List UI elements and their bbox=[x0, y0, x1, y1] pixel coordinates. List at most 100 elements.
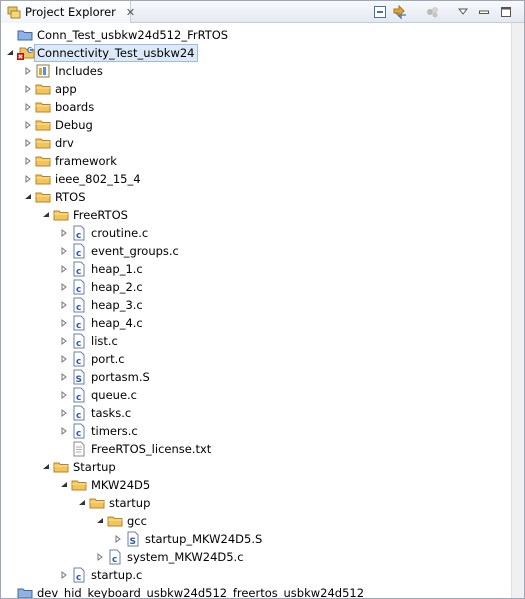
tree-item[interactable]: startup bbox=[1, 494, 512, 512]
tab-project-explorer[interactable]: Project Explorer ✕ bbox=[1, 1, 135, 23]
expand-arrow-icon[interactable] bbox=[41, 206, 51, 224]
collapse-arrow-icon[interactable] bbox=[23, 62, 33, 80]
tree-item[interactable]: boards bbox=[1, 98, 512, 116]
tree-item[interactable]: ieee_802_15_4 bbox=[1, 170, 512, 188]
collapse-arrow-icon[interactable] bbox=[23, 98, 33, 116]
collapse-arrow-icon[interactable] bbox=[59, 224, 69, 242]
svg-text:c: c bbox=[76, 357, 81, 367]
collapse-arrow-icon[interactable] bbox=[59, 386, 69, 404]
tree-item-label: ieee_802_15_4 bbox=[55, 172, 141, 186]
collapse-arrow-icon[interactable] bbox=[23, 170, 33, 188]
tree-item-label: startup bbox=[109, 496, 151, 510]
c-file-icon: c bbox=[71, 405, 87, 421]
close-icon[interactable]: ✕ bbox=[125, 5, 136, 19]
collapse-arrow-icon[interactable] bbox=[23, 80, 33, 98]
collapse-arrow-icon[interactable] bbox=[59, 566, 69, 584]
tree-item[interactable]: drv bbox=[1, 134, 512, 152]
collapse-arrow-icon[interactable] bbox=[113, 530, 123, 548]
tree-item[interactable]: dev_hid_keyboard_usbkw24d512_freertos_us… bbox=[1, 584, 512, 598]
vertical-scrollbar[interactable] bbox=[511, 23, 524, 598]
tree-spacer bbox=[5, 584, 15, 598]
c-file-icon: c bbox=[71, 333, 87, 349]
svg-text:c: c bbox=[76, 411, 81, 421]
folder-icon bbox=[35, 189, 51, 205]
link-with-editor-icon[interactable] bbox=[392, 4, 408, 20]
tree-item-label: Includes bbox=[55, 64, 103, 78]
tree-item[interactable]: app bbox=[1, 80, 512, 98]
maximize-icon[interactable] bbox=[498, 4, 514, 20]
folder-icon bbox=[35, 99, 51, 115]
tree-item[interactable]: Conn_Test_usbkw24d512_FrRTOS bbox=[1, 26, 512, 44]
closed-project-icon bbox=[17, 27, 33, 43]
collapse-arrow-icon[interactable] bbox=[59, 332, 69, 350]
tree-item-label: app bbox=[55, 82, 77, 96]
c-file-icon: c bbox=[71, 279, 87, 295]
tree-item-label: heap_3.c bbox=[91, 298, 143, 312]
collapse-arrow-icon[interactable] bbox=[95, 548, 105, 566]
collapse-all-icon[interactable] bbox=[372, 4, 388, 20]
expand-arrow-icon[interactable] bbox=[59, 476, 69, 494]
svg-text:c: c bbox=[76, 339, 81, 349]
tree-item[interactable]: FreeRTOS_license.txt bbox=[1, 440, 512, 458]
tree-item[interactable]: Includes bbox=[1, 62, 512, 80]
expand-arrow-icon[interactable] bbox=[95, 512, 105, 530]
collapse-arrow-icon[interactable] bbox=[59, 368, 69, 386]
folder-icon bbox=[35, 117, 51, 133]
collapse-arrow-icon[interactable] bbox=[59, 278, 69, 296]
tree-item[interactable]: Startup bbox=[1, 458, 512, 476]
tree-item[interactable]: RTOS bbox=[1, 188, 512, 206]
filter-icon[interactable] bbox=[425, 4, 441, 20]
tree-item[interactable]: FreeRTOS bbox=[1, 206, 512, 224]
folder-icon bbox=[53, 207, 69, 223]
collapse-arrow-icon[interactable] bbox=[59, 242, 69, 260]
view-menu-icon[interactable] bbox=[455, 4, 471, 20]
expand-arrow-icon[interactable] bbox=[77, 494, 87, 512]
c-file-icon: c bbox=[71, 261, 87, 277]
collapse-arrow-icon[interactable] bbox=[59, 422, 69, 440]
collapse-arrow-icon[interactable] bbox=[23, 116, 33, 134]
collapse-arrow-icon[interactable] bbox=[59, 404, 69, 422]
minimize-icon[interactable] bbox=[476, 4, 492, 20]
tree-item-label: boards bbox=[55, 100, 95, 114]
expand-arrow-icon[interactable] bbox=[41, 458, 51, 476]
asm-file-icon: S bbox=[71, 369, 87, 385]
expand-arrow-icon[interactable] bbox=[23, 188, 33, 206]
asm-file-icon: S bbox=[125, 531, 141, 547]
collapse-arrow-icon[interactable] bbox=[59, 314, 69, 332]
closed-project-icon bbox=[17, 585, 33, 598]
folder-icon bbox=[35, 153, 51, 169]
tree-item[interactable]: framework bbox=[1, 152, 512, 170]
tree-item-label: event_groups.c bbox=[91, 244, 179, 258]
collapse-arrow-icon[interactable] bbox=[23, 134, 33, 152]
collapse-arrow-icon[interactable] bbox=[59, 350, 69, 368]
tree-item[interactable]: MKW24D5 bbox=[1, 476, 512, 494]
collapse-arrow-icon[interactable] bbox=[59, 296, 69, 314]
folder-icon bbox=[107, 513, 123, 529]
expand-arrow-icon[interactable] bbox=[5, 44, 15, 62]
collapse-arrow-icon[interactable] bbox=[59, 260, 69, 278]
folder-icon bbox=[53, 459, 69, 475]
collapse-arrow-icon[interactable] bbox=[23, 152, 33, 170]
tree-item[interactable]: Debug bbox=[1, 116, 512, 134]
tree-item[interactable]: gcc bbox=[1, 512, 512, 530]
tree-item-label: Startup bbox=[73, 460, 116, 474]
folder-icon bbox=[71, 477, 87, 493]
svg-text:c: c bbox=[76, 321, 81, 331]
